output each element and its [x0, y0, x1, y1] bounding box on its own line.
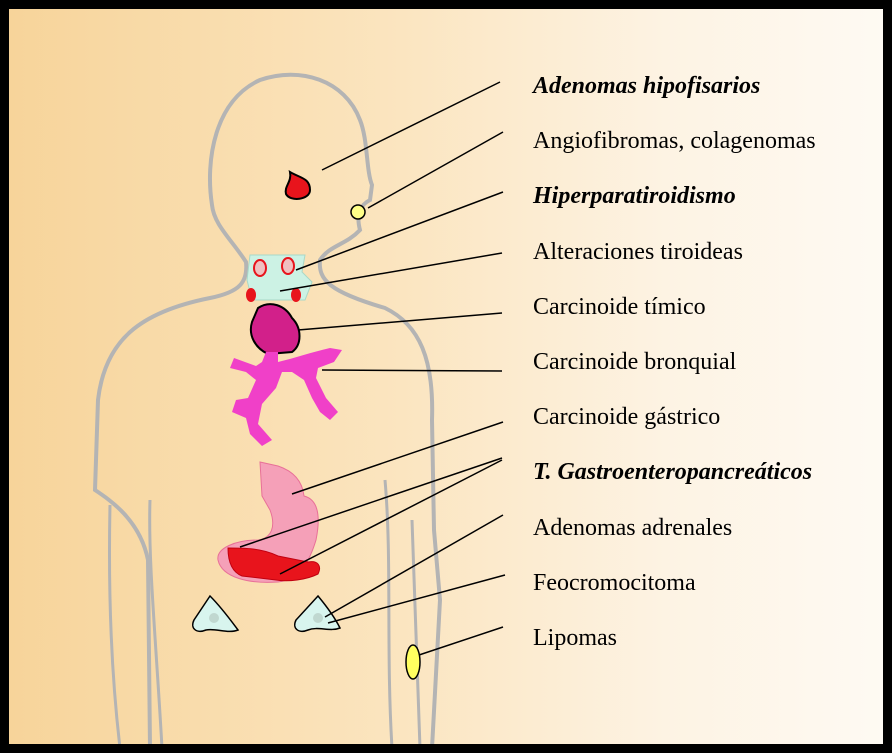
leader-alteraciones-tiroideas: [280, 253, 502, 291]
left-arm-outline: [109, 500, 162, 744]
adrenal-left-dot: [209, 613, 219, 623]
label-carcinoide-bronquial: Carcinoide bronquial: [533, 348, 736, 376]
angiofibroma-dot: [351, 205, 365, 219]
parathyroid-right: [291, 288, 301, 302]
leader-lipomas: [419, 627, 503, 655]
label-lipomas: Lipomas: [533, 624, 617, 652]
parathyroid-left: [246, 288, 256, 302]
label-alteraciones-tiroideas: Alteraciones tiroideas: [533, 238, 743, 266]
leader-carcinoide-bronquial: [322, 370, 502, 371]
label-adenomas-adrenales: Adenomas adrenales: [533, 514, 732, 542]
label-carcinoide-timico: Carcinoide tímico: [533, 293, 706, 321]
leader-carcinoide-gastrico: [292, 422, 503, 494]
leader-adenomas-hipofisarios: [322, 82, 500, 170]
body-diagram: [9, 9, 883, 744]
thymus-shape: [251, 304, 300, 354]
label-adenomas-hipofisarios: Adenomas hipofisarios: [533, 72, 760, 100]
bronchi-shape: [230, 348, 342, 446]
thyroid-nodule-left: [254, 260, 266, 276]
leader-angiofibromas: [368, 132, 503, 208]
label-angiofibromas-colagenomas: Angiofibromas, colagenomas: [533, 127, 816, 155]
label-tumores-gastroenteropancreaticos: T. Gastroenteropancreáticos: [533, 458, 812, 486]
lipoma-shape: [406, 645, 420, 679]
pituitary-gland-shape: [286, 172, 310, 199]
label-feocromocitoma: Feocromocitoma: [533, 569, 696, 597]
adrenal-right-dot: [313, 613, 323, 623]
label-hiperparatiroidismo: Hiperparatiroidismo: [533, 182, 736, 210]
right-arm-outline: [385, 480, 420, 744]
thyroid-nodule-right: [282, 258, 294, 274]
label-carcinoide-gastrico: Carcinoide gástrico: [533, 403, 720, 431]
